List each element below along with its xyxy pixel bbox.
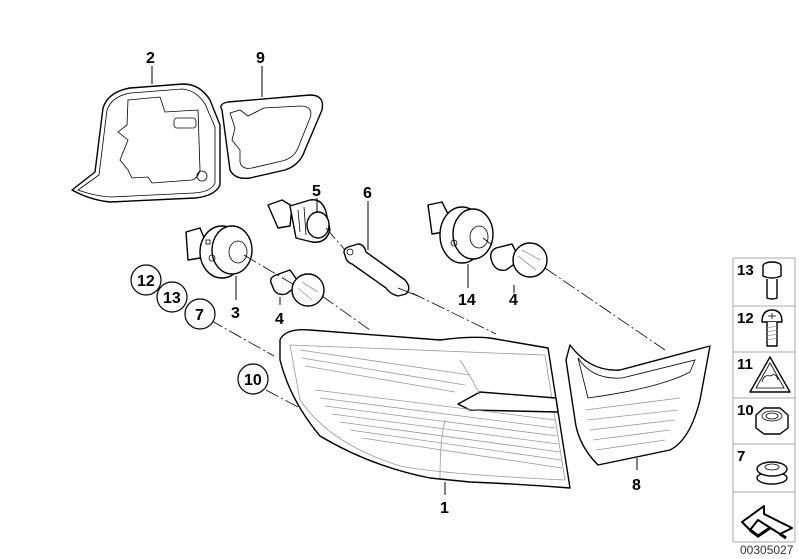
callout-5: 5	[312, 183, 321, 200]
circled-callout-12: 12	[130, 264, 162, 296]
rear-light-1[interactable]	[279, 329, 571, 489]
sidebar-label-7: 7	[737, 448, 745, 465]
circled-callout-10: 10	[237, 363, 269, 395]
bulb-socket-3[interactable]	[185, 225, 253, 279]
fillister-screw-icon	[761, 309, 783, 347]
seal-part-9[interactable]	[220, 94, 324, 180]
callout-4-left: 4	[275, 311, 284, 328]
callout-9: 9	[256, 50, 265, 67]
bulb-socket-5[interactable]	[267, 199, 331, 243]
sidebar-small-parts: 13 12 11 10 7	[732, 257, 796, 557]
callout-3: 3	[231, 305, 240, 322]
grommet-icon	[756, 461, 788, 485]
collar-screw-icon	[762, 261, 782, 300]
rear-light-8[interactable]	[565, 344, 711, 466]
callout-6: 6	[363, 185, 372, 202]
bulb-4-left[interactable]	[269, 269, 325, 307]
bulb-4-right[interactable]	[489, 242, 548, 278]
bulb-socket-14[interactable]	[427, 201, 494, 264]
sidebar-label-10: 10	[737, 402, 754, 419]
svg-text:13: 13	[163, 290, 181, 307]
callout-14: 14	[458, 292, 476, 309]
alignment-lines	[209, 227, 666, 409]
seal-part-2[interactable]	[71, 83, 221, 203]
callout-8: 8	[632, 477, 641, 494]
circled-callout-7: 7	[184, 298, 216, 330]
circled-callout-13: 13	[156, 281, 188, 313]
sidebar-label-12: 12	[737, 310, 754, 327]
callout-1: 1	[440, 500, 449, 517]
svg-text:10: 10	[244, 372, 262, 389]
svg-text:12: 12	[137, 273, 155, 290]
warning-label-icon	[749, 356, 791, 393]
svg-text:7: 7	[195, 307, 204, 324]
forward-arrow-icon	[741, 505, 793, 540]
sidebar-label-13: 13	[737, 262, 754, 279]
document-number: 00305027	[740, 543, 794, 557]
hex-nut-icon	[755, 407, 789, 435]
sidebar-label-11: 11	[737, 356, 753, 373]
callout-4-right: 4	[509, 292, 518, 309]
callout-2: 2	[146, 50, 155, 67]
side-bulb-6[interactable]	[343, 243, 419, 297]
